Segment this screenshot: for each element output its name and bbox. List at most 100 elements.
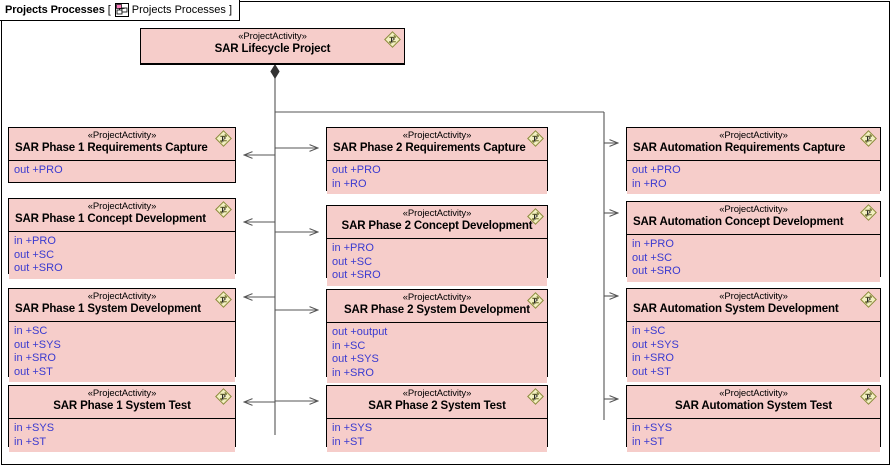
feature-row[interactable]: out +ST [632,366,880,380]
feature-row[interactable]: in +ST [14,436,235,450]
svg-text:P: P [221,134,226,143]
feature-property: +ST [343,435,365,448]
element-stereotype: «ProjectActivity» [87,291,157,302]
feature-row[interactable]: out +SYS [332,353,547,367]
feature-property: +PRO [650,164,681,176]
feature-row[interactable]: in +SC [632,325,880,339]
feature-property: +PRO [643,238,674,250]
feature-direction: out [332,255,348,268]
feature-row[interactable]: in +SC [14,325,235,339]
feature-property: +SRO [350,269,381,281]
element-sar-auto-system-test[interactable]: «ProjectActivity»SAR Automation System T… [626,385,881,452]
feature-row[interactable]: out +SYS [632,339,880,353]
element-stereotype: «ProjectActivity» [238,31,307,42]
element-sar-auto-concept-development[interactable]: «ProjectActivity»SAR Automation Concept … [626,201,881,282]
feature-row[interactable]: in +SRO [332,367,547,381]
feature-row[interactable]: out +SC [14,249,235,263]
project-activity-icon: P [384,31,401,48]
element-header: «ProjectActivity»SAR Phase 2 Requirement… [327,128,547,161]
feature-direction: in [332,242,341,254]
element-sar-p2-concept-development[interactable]: «ProjectActivity»SAR Phase 2 Concept Dev… [326,205,548,286]
bracket-open: [ [107,4,111,16]
feature-row[interactable]: in +SYS [332,422,547,436]
feature-row[interactable]: out +SRO [632,265,880,279]
svg-text:P: P [866,295,871,304]
element-sar-auto-requirements-capture[interactable]: «ProjectActivity»SAR Automation Requirem… [626,127,881,194]
diagram-frame-tab[interactable]: Projects Processes [ Projects Processes … [0,0,240,21]
element-sar-p1-system-development[interactable]: «ProjectActivity»SAR Phase 1 System Deve… [8,288,236,382]
feature-row[interactable]: out +PRO [332,164,547,178]
feature-row[interactable]: in +SYS [14,422,235,436]
element-name: SAR Phase 1 Concept Development [15,213,206,225]
feature-row[interactable]: out +PRO [14,164,235,178]
feature-row[interactable]: out +ST [14,366,235,380]
element-name: SAR Automation System Test [674,400,833,412]
element-name: SAR Lifecycle Project [214,43,331,55]
feature-row[interactable]: out +SYS [14,339,235,353]
feature-direction: out [632,251,648,264]
project-activity-icon: P [527,208,544,225]
project-activity-icon: P [215,130,232,147]
feature-row[interactable]: in +RO [332,178,547,192]
feature-row[interactable]: out +SRO [332,269,547,283]
feature-property: +ST [650,365,671,378]
feature-direction: out [14,262,30,274]
element-name: SAR Phase 2 Requirements Capture [333,142,526,154]
svg-text:P: P [221,295,226,304]
element-header: «ProjectActivity»SAR Phase 1 Requirement… [9,128,235,161]
element-sar-p2-system-test[interactable]: «ProjectActivity»SAR Phase 2 System Test… [326,385,548,452]
element-sar-lifecycle-project[interactable]: «ProjectActivity»SAR Lifecycle Project P [140,28,405,65]
project-activity-icon: P [215,201,232,218]
feature-row[interactable]: out +SRO [14,262,235,276]
feature-row[interactable]: out +PRO [632,164,880,178]
feature-row[interactable]: out +output [332,326,547,340]
feature-property: +SYS [343,422,373,434]
element-name: SAR Automation Requirements Capture [633,142,846,154]
feature-row[interactable]: in +ST [632,436,880,450]
feature-direction: out [632,365,648,378]
feature-row[interactable]: in +SC [332,340,547,354]
element-sar-p2-requirements-capture[interactable]: «ProjectActivity»SAR Phase 2 Requirement… [326,127,548,194]
feature-row[interactable]: out +SC [332,256,547,270]
feature-direction: in [632,352,641,364]
feature-property: +SC [25,325,48,337]
element-stereotype: «ProjectActivity» [719,130,788,141]
feature-row[interactable]: in +SRO [14,352,235,366]
svg-text:P: P [866,392,871,401]
feature-row[interactable]: in +RO [632,178,880,192]
feature-row[interactable]: in +PRO [14,235,235,249]
element-sar-auto-system-development[interactable]: «ProjectActivity»SAR Automation System D… [626,288,881,382]
element-sar-p2-system-development[interactable]: «ProjectActivity»SAR Phase 2 System Deve… [326,289,548,383]
feature-direction: out [632,164,648,176]
element-sar-p1-system-test[interactable]: «ProjectActivity»SAR Phase 1 System Test… [8,385,236,452]
feature-property: +SC [343,339,366,352]
element-stereotype: «ProjectActivity» [719,204,788,215]
feature-row[interactable]: in +SRO [632,352,880,366]
feature-property: +ST [643,435,665,448]
element-sar-p1-requirements-capture[interactable]: «ProjectActivity»SAR Phase 1 Requirement… [8,127,236,183]
feature-row[interactable]: in +SYS [632,422,880,436]
feature-direction: out [14,248,30,261]
feature-direction: in [332,435,341,448]
feature-property: +SC [643,325,666,337]
feature-direction: out [632,338,648,351]
element-header: «ProjectActivity»SAR Automation System T… [627,386,880,419]
feature-row[interactable]: out +SC [632,252,880,266]
feature-row[interactable]: in +ST [332,436,547,450]
element-header: «ProjectActivity»SAR Lifecycle Project P [141,29,404,64]
feature-property: +output [350,326,388,338]
feature-direction: out [14,365,30,378]
feature-direction: in [332,177,341,190]
element-name: SAR Phase 2 System Test [368,400,506,412]
element-sar-p1-concept-development[interactable]: «ProjectActivity»SAR Phase 1 Concept Dev… [8,198,236,279]
element-header: «ProjectActivity»SAR Phase 1 Concept Dev… [9,199,235,232]
feature-row[interactable]: in +PRO [332,242,547,256]
feature-row[interactable]: in +PRO [632,238,880,252]
project-activity-icon: P [860,130,877,147]
project-activity-icon: P [215,291,232,308]
element-stereotype: «ProjectActivity» [719,291,788,302]
